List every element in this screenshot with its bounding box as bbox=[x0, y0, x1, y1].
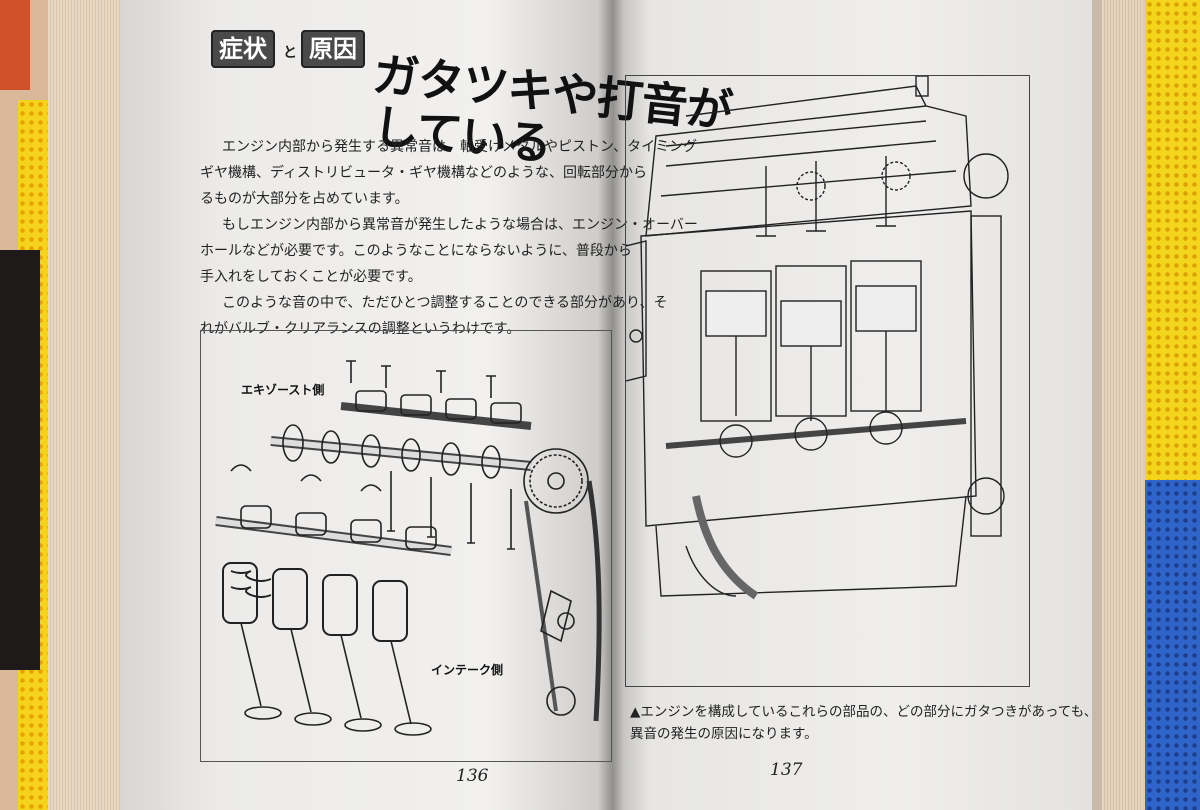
section-heading: 症状 と 原因 ガタツキや打音が している bbox=[205, 20, 734, 171]
background-red-book bbox=[0, 0, 30, 90]
paragraph-line: ギヤ機構、ディストリビュータ・ギヤ機構などのような、回転部分から bbox=[200, 165, 648, 181]
right-page-number: 137 bbox=[770, 760, 803, 780]
cause-tag: 原因 bbox=[301, 30, 365, 68]
engine-cutaway-drawing bbox=[625, 75, 1009, 600]
paragraph-line: ホールなどが必要です。このようなことにならないように、普段から bbox=[200, 243, 632, 259]
symptom-tag: 症状 bbox=[211, 30, 275, 68]
exhaust-side-label: エキゾースト側 bbox=[241, 383, 325, 397]
intake-side-label: インテーク側 bbox=[431, 663, 504, 677]
background-dark-book bbox=[0, 250, 40, 670]
tag-connector: と bbox=[283, 45, 297, 61]
caption-line: 異音の発生の原因になります。 bbox=[630, 726, 818, 742]
paragraph-line: 手入れをしておくことが必要です。 bbox=[200, 269, 422, 285]
valve-train-drawing bbox=[215, 360, 602, 736]
caption-line: ▲エンジンを構成しているこれらの部品の、どの部分にガタつきがあっても、 bbox=[630, 704, 1098, 720]
right-page bbox=[612, 0, 1092, 810]
engine-cutaway-figure bbox=[625, 75, 1030, 687]
left-page-number: 136 bbox=[456, 766, 489, 786]
background-yellow-dotted-book bbox=[1145, 0, 1200, 480]
page-stack-right bbox=[1102, 0, 1142, 810]
paragraph-line: もしエンジン内部から異常音が発生したような場合は、エンジン・オーバー bbox=[222, 217, 698, 233]
valve-train-figure: エキゾースト側 インテーク側 bbox=[200, 330, 612, 762]
paragraph-line: エンジン内部から発生する異常音は、軸受けメタルやピストン、タイミング bbox=[222, 139, 698, 155]
paragraph-line: れがバルブ・クリアランスの調整というわけです。 bbox=[200, 321, 521, 337]
paragraph-line: このような音の中で、ただひとつ調整することのできる部分があり、そ bbox=[222, 295, 668, 311]
paragraph-line: るものが大部分を占めています。 bbox=[200, 191, 409, 207]
background-blue-dotted-book bbox=[1145, 480, 1200, 810]
